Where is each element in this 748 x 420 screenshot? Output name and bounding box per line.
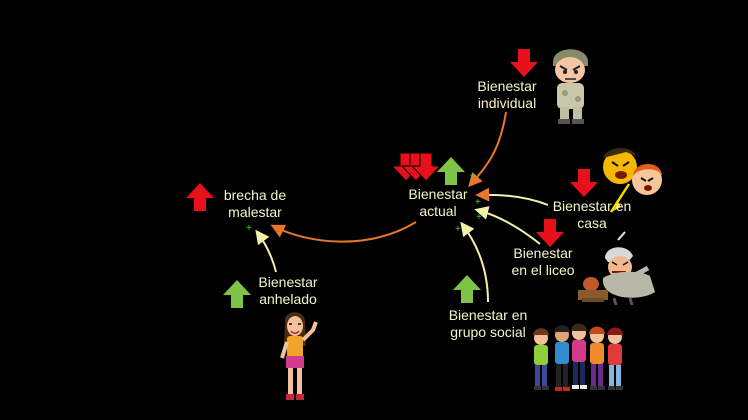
polarity-plus-grupo: + <box>455 224 461 235</box>
node-bienestar-anhelado: Bienestar anhelado <box>250 274 326 308</box>
link-liceo-to-actual <box>474 206 541 245</box>
friends-group-icon <box>533 323 623 391</box>
link-anhelado-to-brecha <box>255 229 277 273</box>
teacher-icon <box>578 231 655 306</box>
node-label-line: Bienestar <box>408 186 468 202</box>
polarity-plus-liceo: + <box>476 212 482 223</box>
node-bienestar-en-el-liceo: Bienestar en el liceo <box>502 245 584 279</box>
node-bienestar-actual: Bienestar actual <box>398 186 478 220</box>
down-trend-icon-individual <box>510 49 538 77</box>
node-bienestar-en-casa: Bienestar en casa <box>543 198 641 232</box>
node-bienestar-en-grupo-social: Bienestar en grupo social <box>438 307 538 341</box>
link-grupo-to-actual <box>460 221 489 303</box>
node-label-line: actual <box>419 203 457 219</box>
node-brecha-de-malestar: brecha de malestar <box>214 187 296 221</box>
arguing-couple-icon <box>603 147 662 213</box>
node-bienestar-individual: Bienestar individual <box>466 78 548 112</box>
up-trend-icon-actual <box>437 157 465 185</box>
node-label-line: individual <box>477 95 537 111</box>
polarity-minus-actual: - <box>276 225 280 237</box>
girl-waving-icon <box>280 312 318 400</box>
node-label-line: Bienestar <box>477 78 537 94</box>
soldier-icon <box>553 49 588 124</box>
node-label-line: anhelado <box>259 291 317 307</box>
up-trend-icon-grupo <box>453 275 481 303</box>
down-trend-icon-casa <box>570 169 598 197</box>
node-label-line: Bienestar en <box>552 198 632 214</box>
polarity-plus-anhelado: + <box>246 223 252 234</box>
up-trend-icon-brecha <box>186 183 214 211</box>
link-actual-to-brecha <box>270 221 417 243</box>
link-casa-to-actual <box>475 187 549 206</box>
node-label-line: Bienestar <box>258 274 318 290</box>
node-label-line: malestar <box>228 204 282 220</box>
polarity-plus-individual: + <box>470 171 476 182</box>
node-label-line: Bienestar <box>513 245 573 261</box>
up-trend-icon-anhelado <box>223 280 251 308</box>
polarity-plus-casa: + <box>475 197 481 208</box>
node-label-line: en el liceo <box>511 262 575 278</box>
node-label-line: Bienestar en <box>448 307 528 323</box>
node-label-line: grupo social <box>450 324 526 340</box>
link-individual-to-actual <box>468 111 507 188</box>
node-label-line: casa <box>577 215 607 231</box>
node-label-line: brecha de <box>223 187 287 203</box>
